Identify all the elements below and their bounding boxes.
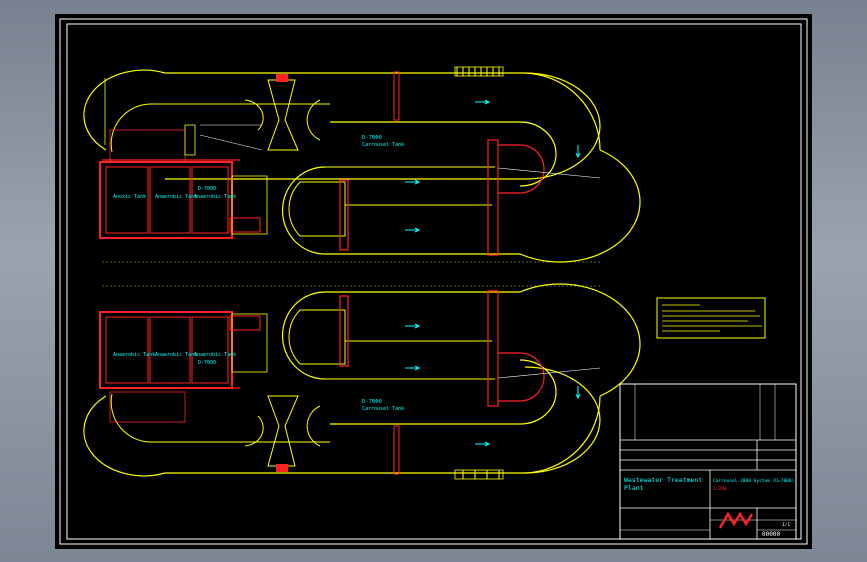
notes-box: [656, 297, 766, 339]
upper-ditch-outer: [165, 72, 601, 180]
lower-tank-code: D-7000: [198, 360, 216, 366]
upper-tank-code: D-7000: [198, 186, 216, 192]
lower-anaerobic-label-2: Anaerobic Tank: [194, 352, 236, 358]
upper-anoxic-label: Anoxic Tank: [113, 194, 146, 200]
lower-plan: D-7000 Carrousel Tank Anaerobic Tank Ana…: [83, 283, 641, 480]
company-logo: [718, 511, 754, 529]
title-block: Wastewater Treatment Plant Carrousel 200…: [619, 383, 797, 540]
drawing-code: 00000: [762, 531, 780, 538]
lower-carrousel-label: D-7000: [362, 399, 382, 405]
upper-ditch-inner: [330, 121, 557, 187]
upper-carrousel-label: D-7000: [362, 135, 382, 141]
upper-anaerobic-label-2: Anaerobic Tank: [194, 194, 236, 200]
lower-carrousel-sub: Carrousel Tank: [362, 406, 404, 412]
drawing-title: Carrousel 2000 System (D=7000): [713, 478, 794, 484]
inner-frame: [66, 23, 802, 540]
upper-carrousel-sub: Carrousel Tank: [362, 142, 404, 148]
drawing-canvas: [55, 14, 812, 549]
upper-anaerobic-label: Anaerobic Tank: [155, 194, 197, 200]
project-title-1: Wastewater Treatment: [624, 476, 702, 484]
outer-frame: [59, 18, 808, 545]
upper-plan: D-7000 Carrousel Tank Anoxic Tank Anaero…: [83, 66, 641, 263]
scale-value: 1:200: [713, 486, 727, 492]
sheet-number: 1/1: [782, 522, 790, 528]
lower-anaerobic-label: Anaerobic Tank: [155, 352, 197, 358]
lower-anoxic-label: Anaerobic Tank: [113, 352, 155, 358]
project-title-2: Plant: [624, 484, 644, 492]
